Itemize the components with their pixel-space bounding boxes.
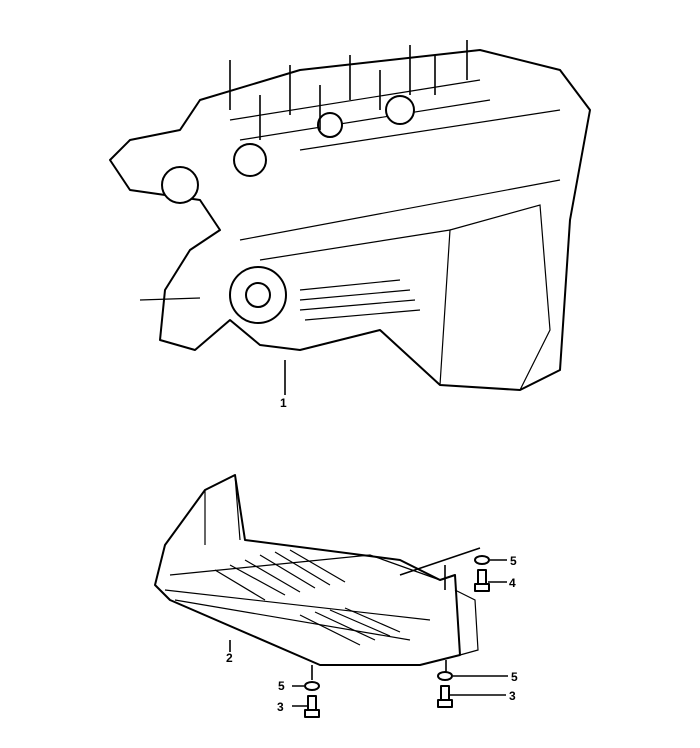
callout-washer-rear-top: 5 — [510, 554, 517, 568]
rear-fasteners — [399, 547, 508, 708]
callout-bolt-rear-top: 4 — [509, 576, 516, 590]
washer-front — [304, 681, 320, 691]
engine-assembly — [109, 40, 591, 391]
head-studs — [229, 40, 468, 140]
callout-engine: 1 — [280, 396, 287, 410]
front-fasteners — [292, 665, 320, 718]
callout-washer-front: 5 — [278, 679, 285, 693]
callout-bolt-rear-bottom: 3 — [509, 689, 516, 703]
bolt-front — [307, 695, 317, 711]
callout-bolt-front: 3 — [277, 700, 284, 714]
callout-washer-rear-bottom: 5 — [511, 670, 518, 684]
skid-plate — [154, 474, 479, 666]
callout-skid-plate: 2 — [226, 651, 233, 665]
